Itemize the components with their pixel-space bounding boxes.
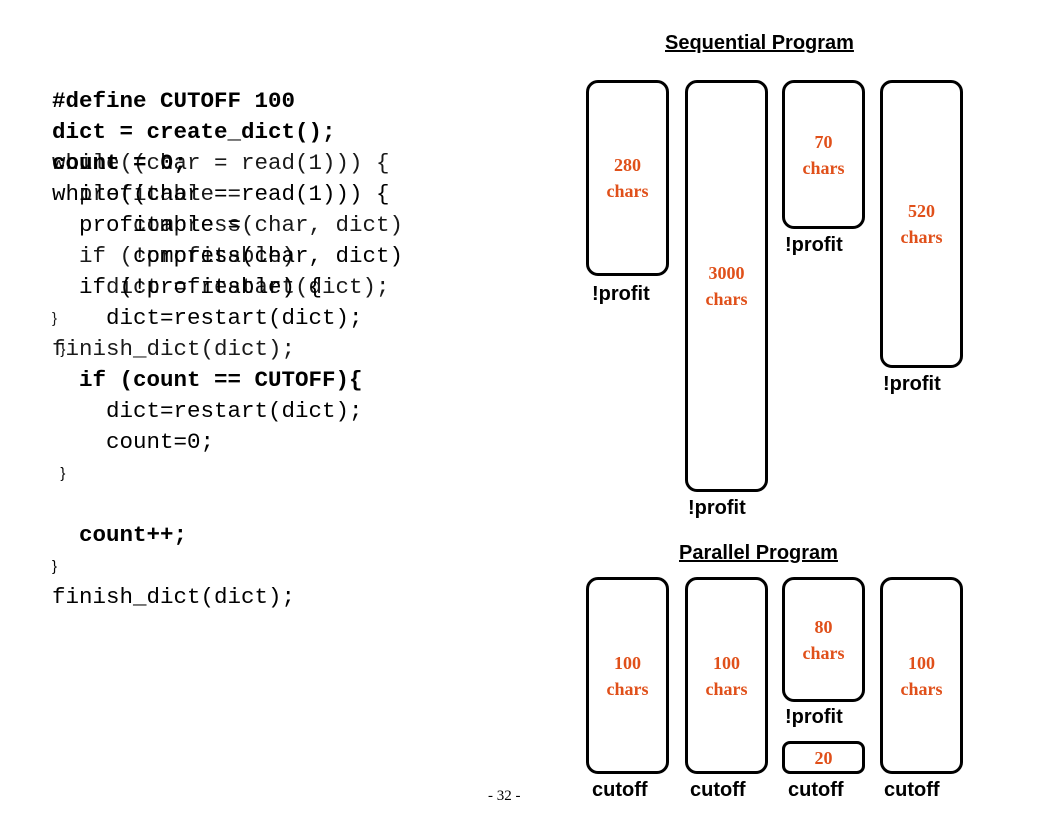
code-line: dict=restart(dict); [52,398,363,424]
parallel-chunk-3-remainder-label: cutoff [788,779,844,801]
sequential-chunk-4-label: !profit [883,373,941,395]
code-line: count++; [52,522,188,548]
parallel-chunk-1-label: cutoff [592,779,648,801]
code-line: if (count == CUTOFF){ [52,367,363,393]
parallel-chunk-3-label: !profit [785,706,843,728]
parallel-chunk-2-label: cutoff [690,779,746,801]
code-line [52,489,403,520]
parallel-chunk-3-remainder: 20 [782,741,865,774]
sequential-chunk-1-label: !profit [592,283,650,305]
sequential-chunk-3-label: !profit [785,234,843,256]
parallel-program-title: Parallel Program [679,542,838,564]
code-line: dict=restart(dict); [52,305,363,331]
code-line: dict = restart(dict); [52,274,390,300]
code-line: profitable = [52,212,242,238]
sequential-chunk-2-label: !profit [688,497,746,519]
code-line: } [52,465,66,482]
code-line: } [52,341,66,358]
code-line: count=0; [52,429,215,455]
code-line: if (!profitable) [52,243,296,269]
sequential-program-title: Sequential Program [665,32,854,54]
code-line: finish_dict(dict); [52,584,296,610]
code-line: } [52,558,58,575]
code-line: dict = create_dict(); [52,119,336,145]
chunk-size-text: 20 [814,747,833,768]
code-block-front: #define CUTOFF 100 dict = create_dict();c… [52,86,403,613]
code-line: while((char = read(1))) { [52,150,390,176]
code-line: #define CUTOFF 100 [52,88,296,114]
code-line: compress(char, dict) [52,212,404,238]
code-line: } [52,310,58,327]
code-block-back: while((char = read(1))) { profitable = c… [52,148,403,365]
page-number: - 32 - [488,788,521,804]
code-line: finish_dict(dict); [52,336,296,362]
code-line: compress(char, dict) [52,243,404,269]
code-line: count = 0; [52,150,188,176]
code-line: if (!profitable) { [52,274,323,300]
parallel-chunk-4-label: cutoff [884,779,940,801]
code-line: while((char = read(1))) { [52,181,390,207]
code-line: profitable = [52,181,242,207]
